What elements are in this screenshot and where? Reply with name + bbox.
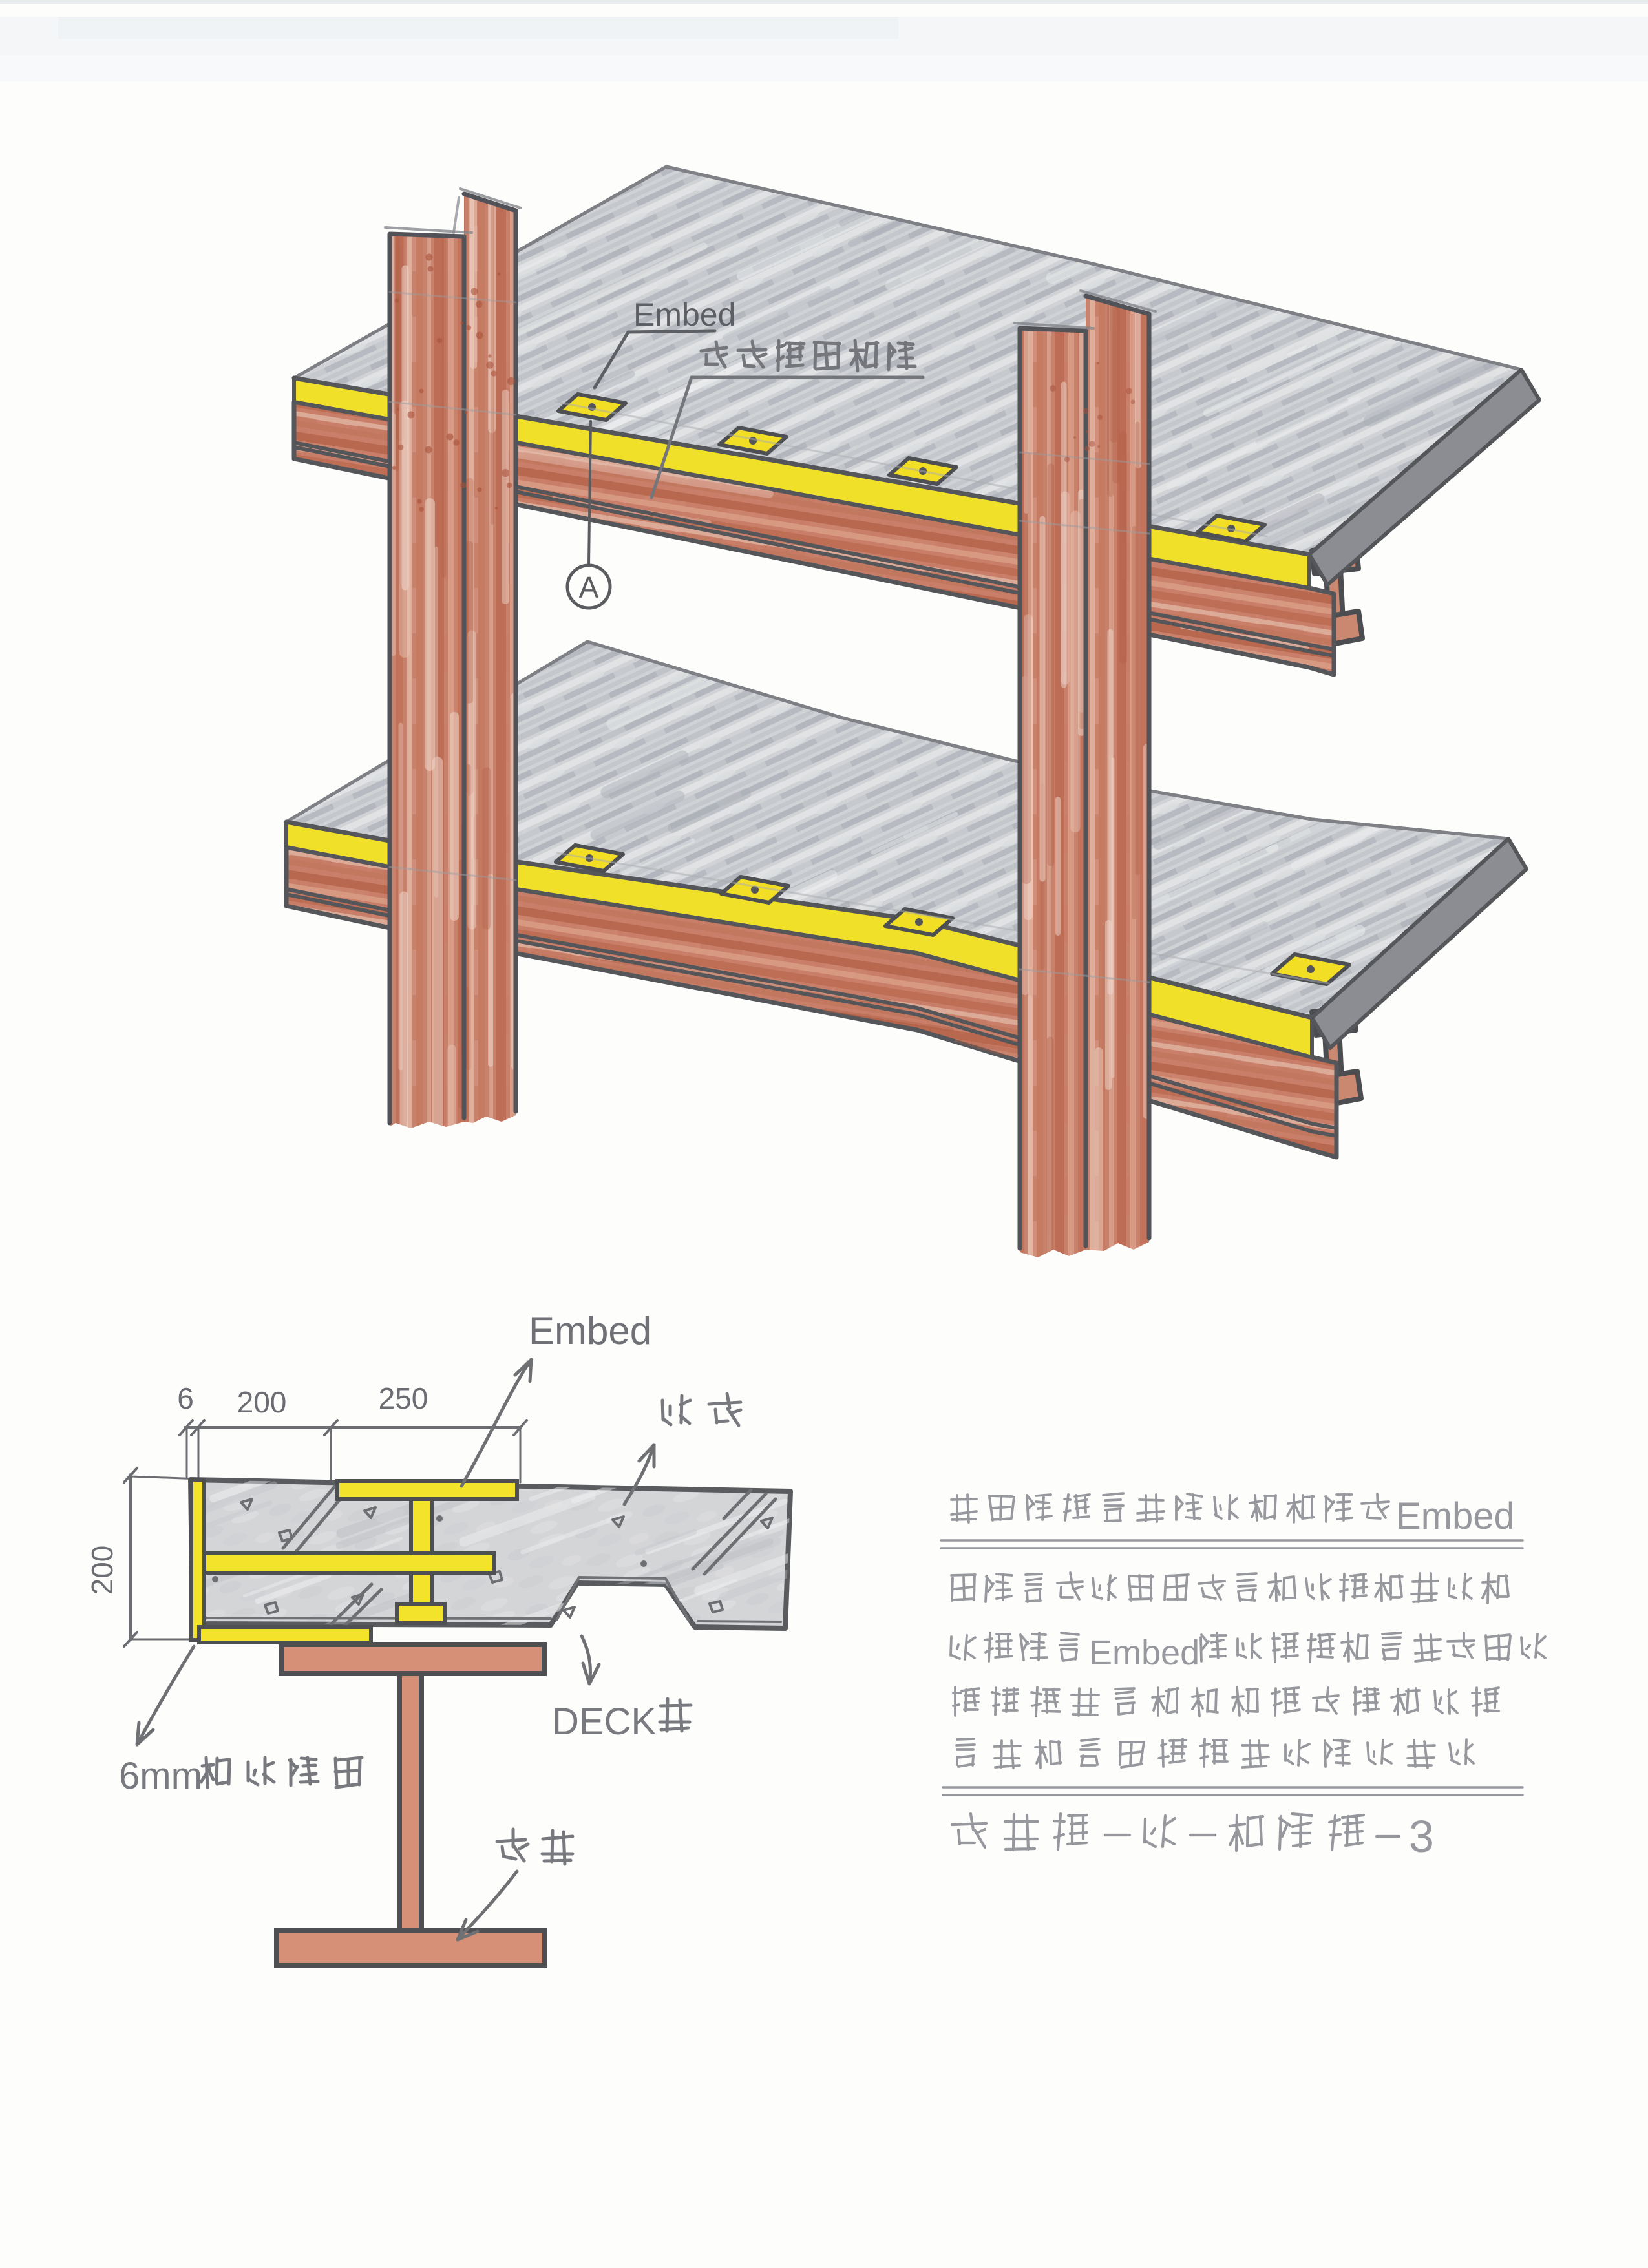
svg-text:Embed: Embed xyxy=(529,1309,651,1352)
svg-text:200: 200 xyxy=(85,1546,119,1595)
svg-text:Embed: Embed xyxy=(633,297,735,333)
svg-text:3: 3 xyxy=(1409,1811,1434,1862)
svg-text:DECK: DECK xyxy=(552,1701,656,1743)
svg-text:6mm: 6mm xyxy=(119,1755,202,1797)
svg-text:6: 6 xyxy=(177,1381,194,1415)
svg-text:250: 250 xyxy=(379,1381,428,1415)
svg-text:Embed: Embed xyxy=(1396,1495,1515,1537)
svg-text:A: A xyxy=(579,571,599,604)
svg-text:Embed: Embed xyxy=(1089,1633,1199,1672)
svg-text:200: 200 xyxy=(237,1385,287,1419)
